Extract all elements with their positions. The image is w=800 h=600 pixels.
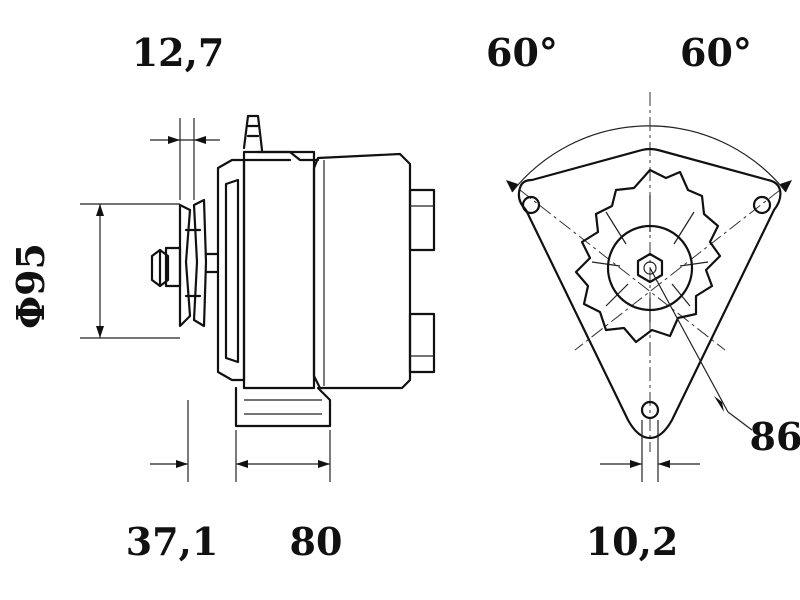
label-angle-left: 60° xyxy=(486,30,558,75)
fan-blades xyxy=(574,168,722,344)
label-pulley-width: 12,7 xyxy=(132,30,225,75)
mounting-foot xyxy=(234,386,332,428)
hub xyxy=(606,224,694,312)
front-view xyxy=(506,92,792,482)
mounting-holes xyxy=(521,195,772,420)
dim-radius xyxy=(649,267,753,431)
label-pulley-diameter: Φ95 xyxy=(8,243,53,329)
front-housing xyxy=(216,114,320,390)
front-housing-outline xyxy=(517,147,782,440)
label-hole-spacing: 10,2 xyxy=(586,519,679,564)
dim-hole-spacing xyxy=(600,420,700,482)
shaft-and-nut xyxy=(150,246,220,288)
label-radius: 86 xyxy=(750,414,800,459)
label-body-length: 80 xyxy=(290,519,343,564)
angle-arc xyxy=(506,92,792,452)
fan-blade-lines xyxy=(591,195,709,322)
dim-pulley-width xyxy=(150,118,220,200)
dim-pulley-diameter xyxy=(80,203,180,339)
label-angle-right: 60° xyxy=(680,30,752,75)
label-pulley-offset: 37,1 xyxy=(126,519,219,564)
dim-body xyxy=(150,400,331,482)
side-view xyxy=(80,114,436,482)
main-body xyxy=(312,152,436,390)
pulley xyxy=(178,198,208,328)
